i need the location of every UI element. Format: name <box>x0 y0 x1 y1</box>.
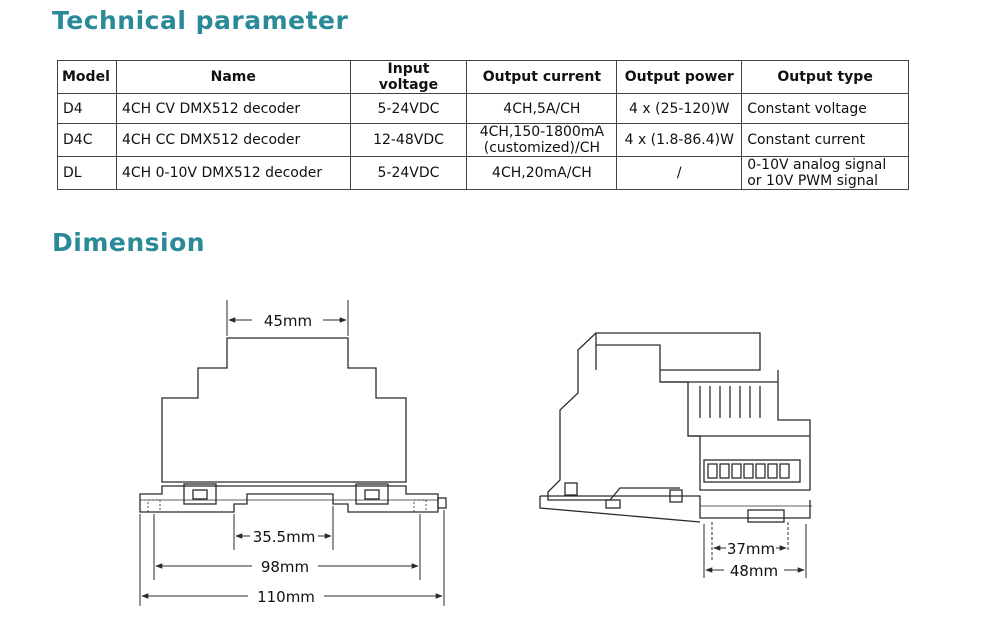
dim-98mm: 98mm <box>261 558 309 576</box>
front-view-drawing <box>139 337 447 513</box>
cell-name: 4CH CC DMX512 decoder <box>115 123 351 157</box>
header-output-type: Output type <box>741 60 909 94</box>
header-output-power: Output power <box>616 60 743 94</box>
spec-table: Model Name Input voltage Output current … <box>57 60 909 190</box>
table-header-row: Model Name Input voltage Output current … <box>57 60 909 94</box>
cell-output-power: 4 x (1.8-86.4)W <box>616 123 743 157</box>
cell-output-type: Constant current <box>741 123 909 157</box>
cell-model: D4C <box>57 123 117 157</box>
header-model: Model <box>57 60 117 94</box>
dim-37mm: 37mm <box>727 540 775 558</box>
cell-output-current: 4CH,150-1800mA (customized)/CH <box>466 123 618 157</box>
side-view-drawing <box>539 332 812 523</box>
cell-output-current: 4CH,5A/CH <box>466 93 618 124</box>
cell-input-voltage: 5-24VDC <box>349 93 468 124</box>
cell-output-current: 4CH,20mA/CH <box>466 156 618 190</box>
cell-input-voltage: 5-24VDC <box>349 156 468 190</box>
cell-output-type: Constant voltage <box>741 93 909 124</box>
cell-name: 4CH 0-10V DMX512 decoder <box>115 156 351 190</box>
header-input-voltage: Input voltage <box>349 60 468 94</box>
header-output-current: Output current <box>466 60 618 94</box>
cell-model: DL <box>57 156 117 190</box>
cell-model: D4 <box>57 93 117 124</box>
dim-35-5mm: 35.5mm <box>253 528 316 546</box>
header-name: Name <box>115 60 351 94</box>
section-title-technical: Technical parameter <box>52 6 349 35</box>
cell-output-power: / <box>616 156 743 190</box>
cell-input-voltage: 12-48VDC <box>349 123 468 157</box>
section-title-dimension: Dimension <box>52 228 206 257</box>
dim-110mm: 110mm <box>257 588 315 606</box>
cell-output-type: 0-10V analog signal or 10V PWM signal <box>741 156 909 190</box>
dim-48mm: 48mm <box>730 562 778 580</box>
dim-45mm: 45mm <box>264 312 312 330</box>
